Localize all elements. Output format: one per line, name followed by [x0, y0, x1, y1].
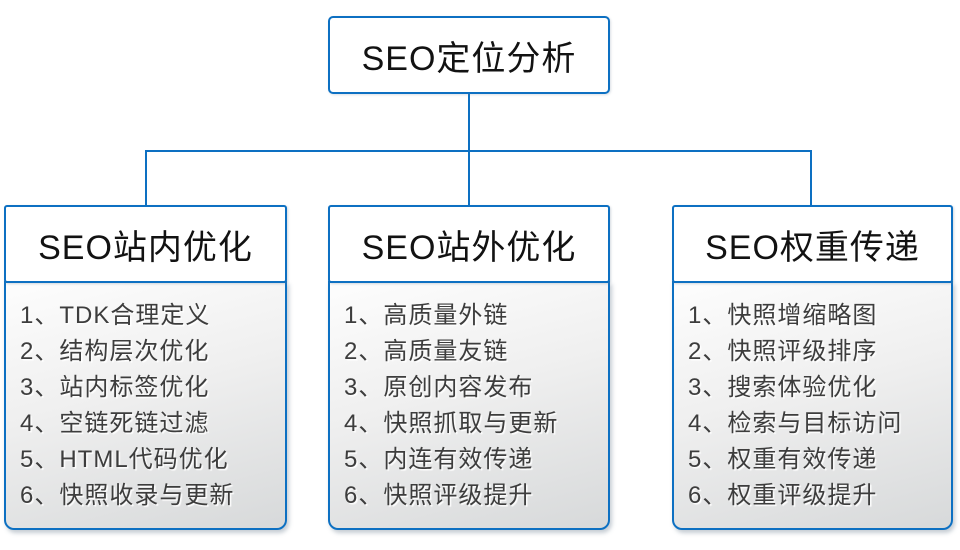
column-offsite: SEO站外优化 1、高质量外链 2、高质量友链 3、原创内容发布 4、快照抓取与… — [328, 205, 610, 530]
list-item: 1、TDK合理定义 — [20, 302, 211, 329]
list-item: 5、HTML代码优化 — [20, 446, 229, 473]
list-item: 1、高质量外链 — [344, 302, 509, 329]
list-item: 5、权重有效传递 — [688, 446, 878, 473]
root-node-title: SEO定位分析 — [361, 39, 577, 78]
column-weight-list: 1、快照增缩略图 2、快照评级排序 3、搜索体验优化 4、检索与目标访问 5、权… — [672, 281, 953, 530]
column-weight: SEO权重传递 1、快照增缩略图 2、快照评级排序 3、搜索体验优化 4、检索与… — [672, 205, 953, 530]
column-onsite-list: 1、TDK合理定义 2、结构层次优化 3、站内标签优化 4、空链死链过滤 5、H… — [4, 281, 287, 530]
root-node: SEO定位分析 — [328, 16, 610, 94]
connector-drop-left — [145, 150, 147, 205]
connector-horizontal — [145, 150, 812, 152]
list-item: 3、原创内容发布 — [344, 374, 534, 401]
column-weight-header: SEO权重传递 — [672, 205, 953, 283]
list-item: 5、内连有效传递 — [344, 446, 534, 473]
list-item: 3、搜索体验优化 — [688, 374, 878, 401]
connector-root-stem — [468, 94, 470, 151]
column-weight-title: SEO权重传递 — [705, 228, 920, 267]
column-onsite-header: SEO站内优化 — [4, 205, 287, 283]
column-offsite-header: SEO站外优化 — [328, 205, 610, 283]
connector-drop-middle — [468, 150, 470, 205]
column-onsite: SEO站内优化 1、TDK合理定义 2、结构层次优化 3、站内标签优化 4、空链… — [4, 205, 287, 530]
column-offsite-list: 1、高质量外链 2、高质量友链 3、原创内容发布 4、快照抓取与更新 5、内连有… — [328, 281, 610, 530]
list-item: 3、站内标签优化 — [20, 374, 210, 401]
list-item: 4、快照抓取与更新 — [344, 410, 559, 437]
column-onsite-title: SEO站内优化 — [38, 228, 253, 267]
list-item: 6、快照收录与更新 — [20, 482, 235, 509]
connector-drop-right — [810, 150, 812, 205]
list-item: 2、快照评级排序 — [688, 338, 878, 365]
list-item: 2、结构层次优化 — [20, 338, 210, 365]
list-item: 4、检索与目标访问 — [688, 410, 903, 437]
list-item: 6、权重评级提升 — [688, 482, 878, 509]
list-item: 1、快照增缩略图 — [688, 302, 878, 329]
list-item: 4、空链死链过滤 — [20, 410, 210, 437]
column-offsite-title: SEO站外优化 — [361, 228, 577, 267]
list-item: 6、快照评级提升 — [344, 482, 534, 509]
list-item: 2、高质量友链 — [344, 338, 509, 365]
